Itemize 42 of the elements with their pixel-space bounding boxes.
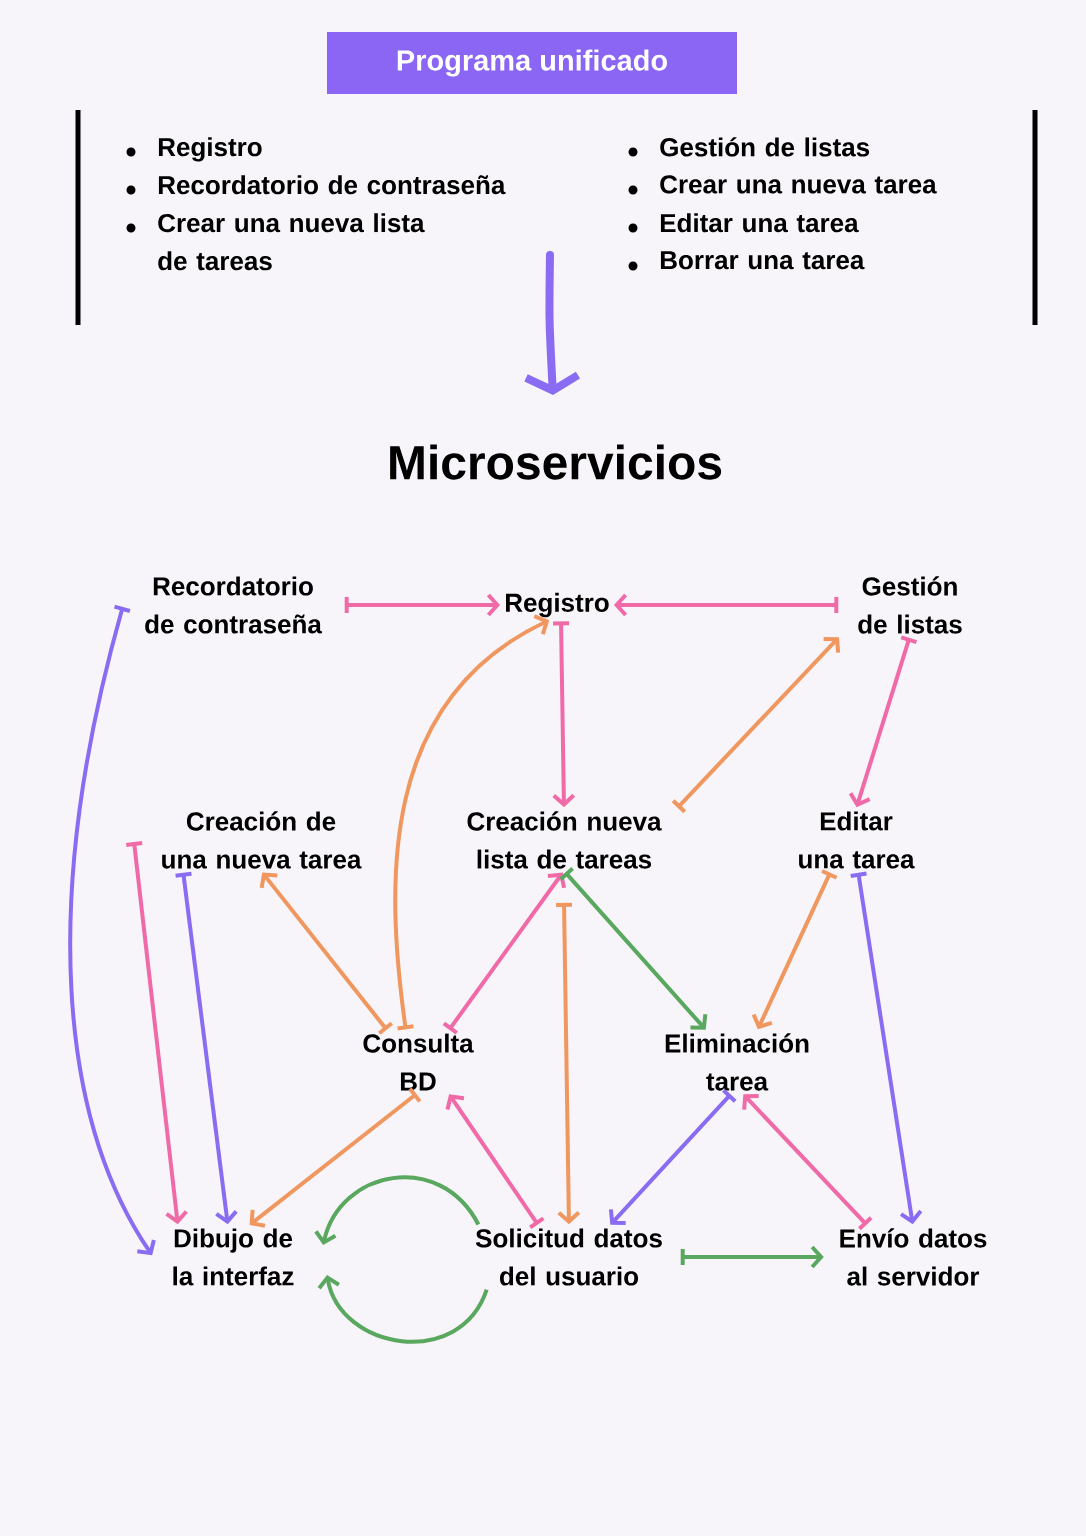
node-label: Registro <box>506 592 609 618</box>
arrow <box>317 1274 489 1344</box>
bullet-item: Crear una nueva lista de tareas <box>126 213 425 271</box>
bullet-item: Registro <box>126 137 262 162</box>
arrow <box>850 871 923 1225</box>
arrow <box>442 872 567 1035</box>
bullet-item: Borrar una tarea <box>628 251 865 271</box>
arrow <box>393 614 550 1031</box>
node-label: Creación nueva lista de tareas <box>467 811 662 869</box>
arrow <box>559 867 708 1030</box>
header-box: Programa unificado <box>327 32 737 94</box>
node-label: Recordatorio de contraseña <box>145 576 322 634</box>
bullet-item: Crear una nueva tarea <box>628 175 937 195</box>
arrow <box>259 872 394 1035</box>
node-label: Editar una tarea <box>799 811 915 869</box>
node-label: Eliminación tarea <box>665 1033 809 1091</box>
arrow <box>445 1094 545 1230</box>
arrow <box>314 1175 481 1246</box>
bullet-item: Editar una tarea <box>628 213 859 233</box>
arrow <box>680 1245 824 1269</box>
arrow <box>742 1093 873 1231</box>
arrow <box>751 869 838 1030</box>
node-label: Dibujo de la interfaz <box>173 1228 294 1286</box>
title: Microservicios <box>390 444 722 480</box>
arrow <box>613 593 839 617</box>
arrow <box>126 841 188 1225</box>
bullet-item: Recordatorio de contraseña <box>126 175 506 195</box>
bullet-item: Gestión de listas <box>628 137 870 157</box>
arrow <box>848 635 918 808</box>
arrow <box>671 636 841 814</box>
arrow <box>608 1088 737 1225</box>
arrow <box>556 902 581 1225</box>
arrow <box>552 621 576 808</box>
arrow <box>344 593 501 617</box>
node-label: Envío datos al servidor <box>840 1228 987 1286</box>
node-label: Gestión de listas <box>858 576 962 634</box>
arrow <box>175 871 238 1225</box>
arrow <box>249 1087 422 1228</box>
arrow <box>68 604 156 1256</box>
node-label: Consulta BD <box>363 1033 474 1091</box>
node-label: Solicitud datos del usuario <box>475 1228 662 1286</box>
node-label: Creación de una nueva tarea <box>162 811 362 869</box>
